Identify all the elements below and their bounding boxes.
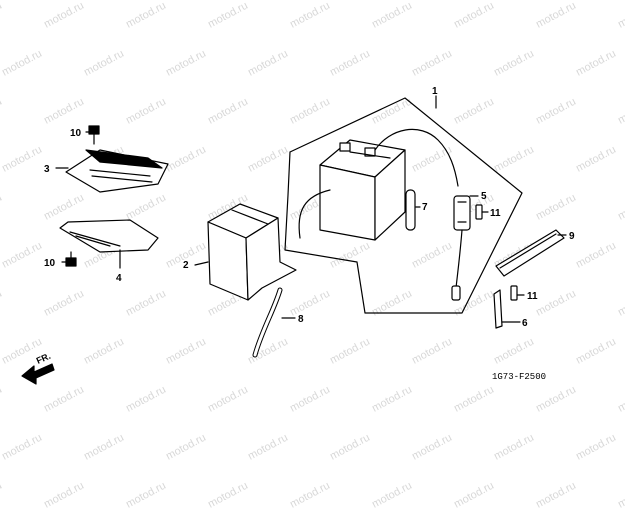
battery-lead [298, 189, 331, 239]
battery-cable [374, 128, 459, 187]
watermark-text: motod.ru [206, 479, 250, 511]
front-direction-arrow [21, 363, 55, 385]
battery [319, 139, 406, 241]
battery-case [207, 203, 297, 301]
callout-5: 5 [481, 191, 487, 202]
callout-3: 3 [44, 164, 50, 175]
watermark-text: motod.ru [288, 479, 332, 511]
fuse-holder [451, 195, 471, 301]
parts-diagram: 1 2 3 4 5 6 7 8 9 10 10 11 11 FR. 1G73-F… [21, 86, 575, 385]
bolt-upper [88, 125, 100, 145]
watermark-text: motod.ru [42, 479, 86, 511]
watermark-text: motod.ru [124, 479, 168, 511]
bolt-lower [65, 251, 77, 267]
front-direction-label: FR. [35, 351, 52, 366]
callout-11-upper: 11 [490, 208, 501, 219]
breather-tube-short [405, 189, 416, 231]
fuse [510, 285, 518, 301]
callout-7: 7 [422, 202, 428, 213]
callout-1: 1 [432, 86, 438, 97]
battery-band [495, 229, 565, 277]
fuse [475, 204, 483, 220]
regulator-rectifier [65, 149, 169, 193]
callout-4: 4 [116, 273, 122, 284]
watermark-text: motod.ru [534, 479, 578, 511]
callout-9: 9 [569, 231, 575, 242]
callout-2: 2 [183, 260, 189, 271]
band-stay [493, 289, 503, 329]
callout-10-lower: 10 [44, 258, 56, 269]
assembly-outline [284, 97, 523, 314]
watermark-text: motod.ru [452, 479, 496, 511]
watermark-text: motod.ru [370, 479, 414, 511]
watermark-text: motod.ru [0, 479, 4, 511]
regulator-cover [59, 219, 159, 253]
diagram-code: 1G73-F2500 [492, 372, 546, 382]
callout-10-upper: 10 [70, 128, 82, 139]
callout-6: 6 [522, 318, 528, 329]
callout-8: 8 [298, 314, 304, 325]
watermark-text: motod.ru [616, 479, 625, 511]
callout-11-lower: 11 [527, 291, 538, 302]
